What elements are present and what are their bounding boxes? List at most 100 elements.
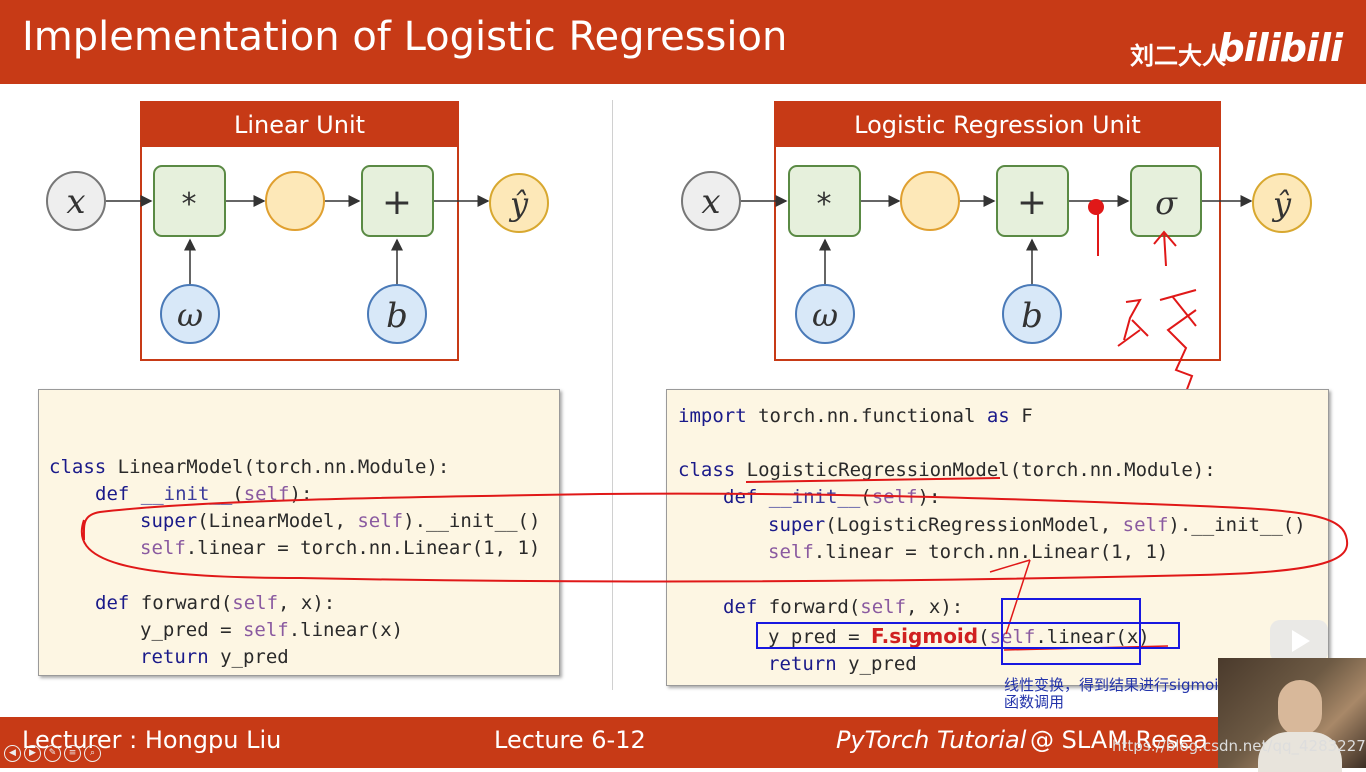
code-text: torch.nn.functional <box>746 405 987 427</box>
zoom-icon[interactable]: ⌕ <box>84 745 101 762</box>
right-output-label: ŷ <box>1271 185 1292 223</box>
code-self: self <box>357 510 404 532</box>
code-line: super(LinearModel, self).__init__() <box>140 510 540 532</box>
handwritten-note: 线性变换，得到结果进行sigmoid 函数调用 <box>1004 677 1228 711</box>
code-text: y_pred = <box>140 619 243 641</box>
code-text: ).__init__() <box>403 510 541 532</box>
code-line: super(LogisticRegressionModel, self).__i… <box>768 514 1306 536</box>
computation-graph: x * + ŷ ω b x * + σ <box>46 165 1312 400</box>
code-line: self.linear = torch.nn.Linear(1, 1) <box>768 541 1168 563</box>
left-input-node: x <box>46 171 106 231</box>
code-text: forward( <box>757 596 861 618</box>
right-bias-label: b <box>1021 296 1043 336</box>
code-line: def __init__(self): <box>95 483 313 505</box>
next-icon[interactable]: ▶ <box>24 745 41 762</box>
code-keyword: return <box>768 653 837 675</box>
left-add-label: + <box>382 182 412 223</box>
uploader-name: 刘二大人 <box>1130 42 1226 70</box>
left-output-label: ŷ <box>508 185 529 223</box>
code-line: def __init__(self): <box>723 486 941 508</box>
code-text: y_pred <box>208 646 289 668</box>
code-keyword: class <box>678 459 736 481</box>
lecturer-face <box>1278 680 1322 736</box>
code-keyword: def <box>723 596 758 618</box>
code-line: self.linear = torch.nn.Linear(1, 1) <box>140 537 540 559</box>
code-line: class LogisticRegressionModel(torch.nn.M… <box>678 459 1216 481</box>
code-line: return y_pred <box>768 653 917 675</box>
code-keyword: super <box>768 514 826 536</box>
watermark-url: https://blog.csdn.net/qq_42832272 <box>1112 737 1366 755</box>
right-intermediate-node <box>900 171 960 231</box>
code-text: LogisticRegressionModel(torch.nn.Module)… <box>735 459 1216 481</box>
code-keyword: def <box>723 486 758 508</box>
code-line: import torch.nn.functional as F <box>678 405 1033 427</box>
column-divider <box>612 100 613 690</box>
right-bias-node: b <box>1002 284 1062 344</box>
sigma-label: σ <box>1155 184 1178 222</box>
right-multiply-node: * <box>788 165 861 237</box>
right-add-node: + <box>996 165 1069 237</box>
code-self: self <box>860 596 907 618</box>
sigma-node: σ <box>1130 165 1202 237</box>
left-bias-node: b <box>367 284 427 344</box>
menu-icon[interactable]: ≡ <box>64 745 81 762</box>
left-input-label: x <box>66 182 85 222</box>
code-self: self <box>232 592 279 614</box>
code-line: y_pred = F.sigmoid(self.linear(x) <box>768 624 1150 648</box>
right-input-label: x <box>701 182 720 222</box>
code-keyword: import <box>678 405 747 427</box>
code-self: self <box>871 486 918 508</box>
webcam-overlay <box>1218 658 1366 772</box>
code-text: __init__ <box>757 486 861 508</box>
code-text: .linear(x) <box>1035 626 1150 648</box>
lecture-number: Lecture 6-12 <box>494 726 646 754</box>
code-self: self <box>140 537 186 559</box>
code-keyword: super <box>140 510 198 532</box>
note-line: 函数调用 <box>1004 693 1065 711</box>
code-keyword: class <box>49 456 107 478</box>
lecturer-body <box>1258 732 1342 772</box>
code-text: , x): <box>906 596 964 618</box>
lecturer-label: Lecturer : Hongpu Liu <box>22 726 282 754</box>
organization-name: @ SLAM Resea <box>1030 726 1208 754</box>
header-bar: Implementation of Logistic Regression 刘二… <box>0 0 1366 84</box>
pen-icon[interactable]: ✎ <box>44 745 61 762</box>
code-keyword: return <box>140 646 209 668</box>
code-line: y_pred = self.linear(x) <box>140 619 403 641</box>
linear-model-code-panel: class LinearModel(torch.nn.Module): def … <box>38 389 560 676</box>
code-text: , x): <box>278 592 336 614</box>
right-multiply-label: * <box>817 187 832 222</box>
right-add-label: + <box>1017 182 1047 223</box>
left-intermediate-node <box>265 171 325 231</box>
play-button[interactable] <box>1270 620 1328 662</box>
code-text: y_pred <box>836 653 917 675</box>
code-text: .linear = torch.nn.Linear(1, 1) <box>813 541 1169 563</box>
code-text: forward( <box>129 592 233 614</box>
code-text: .linear(x) <box>288 619 404 641</box>
code-keyword: as <box>986 405 1010 427</box>
code-line: def forward(self, x): <box>723 596 963 618</box>
right-input-node: x <box>681 171 741 231</box>
left-bias-label: b <box>386 296 408 336</box>
code-self: self <box>242 619 289 641</box>
code-self: self <box>768 541 814 563</box>
slide-title: Implementation of Logistic Regression <box>22 14 788 60</box>
right-output-node: ŷ <box>1252 173 1312 233</box>
code-text: .linear = torch.nn.Linear(1, 1) <box>185 537 541 559</box>
footer-bar: Lecturer : Hongpu Liu Lecture 6-12 PyTor… <box>0 717 1366 768</box>
code-self: self <box>1122 514 1169 536</box>
code-keyword: def <box>95 592 130 614</box>
code-text: ).__init__() <box>1168 514 1306 536</box>
sigmoid-call: F.sigmoid <box>870 624 979 648</box>
code-text: F <box>1009 405 1033 427</box>
left-weight-node: ω <box>160 284 220 344</box>
code-text: y_pred = <box>768 626 871 648</box>
right-weight-label: ω <box>812 296 838 334</box>
left-weight-label: ω <box>177 296 203 334</box>
left-output-node: ŷ <box>489 173 549 233</box>
code-text: (LogisticRegressionModel, <box>825 514 1123 536</box>
prev-icon[interactable]: ◀ <box>4 745 21 762</box>
logistic-unit-title: Logistic Regression Unit <box>776 103 1219 147</box>
code-self: self <box>243 483 290 505</box>
left-multiply-node: * <box>153 165 226 237</box>
